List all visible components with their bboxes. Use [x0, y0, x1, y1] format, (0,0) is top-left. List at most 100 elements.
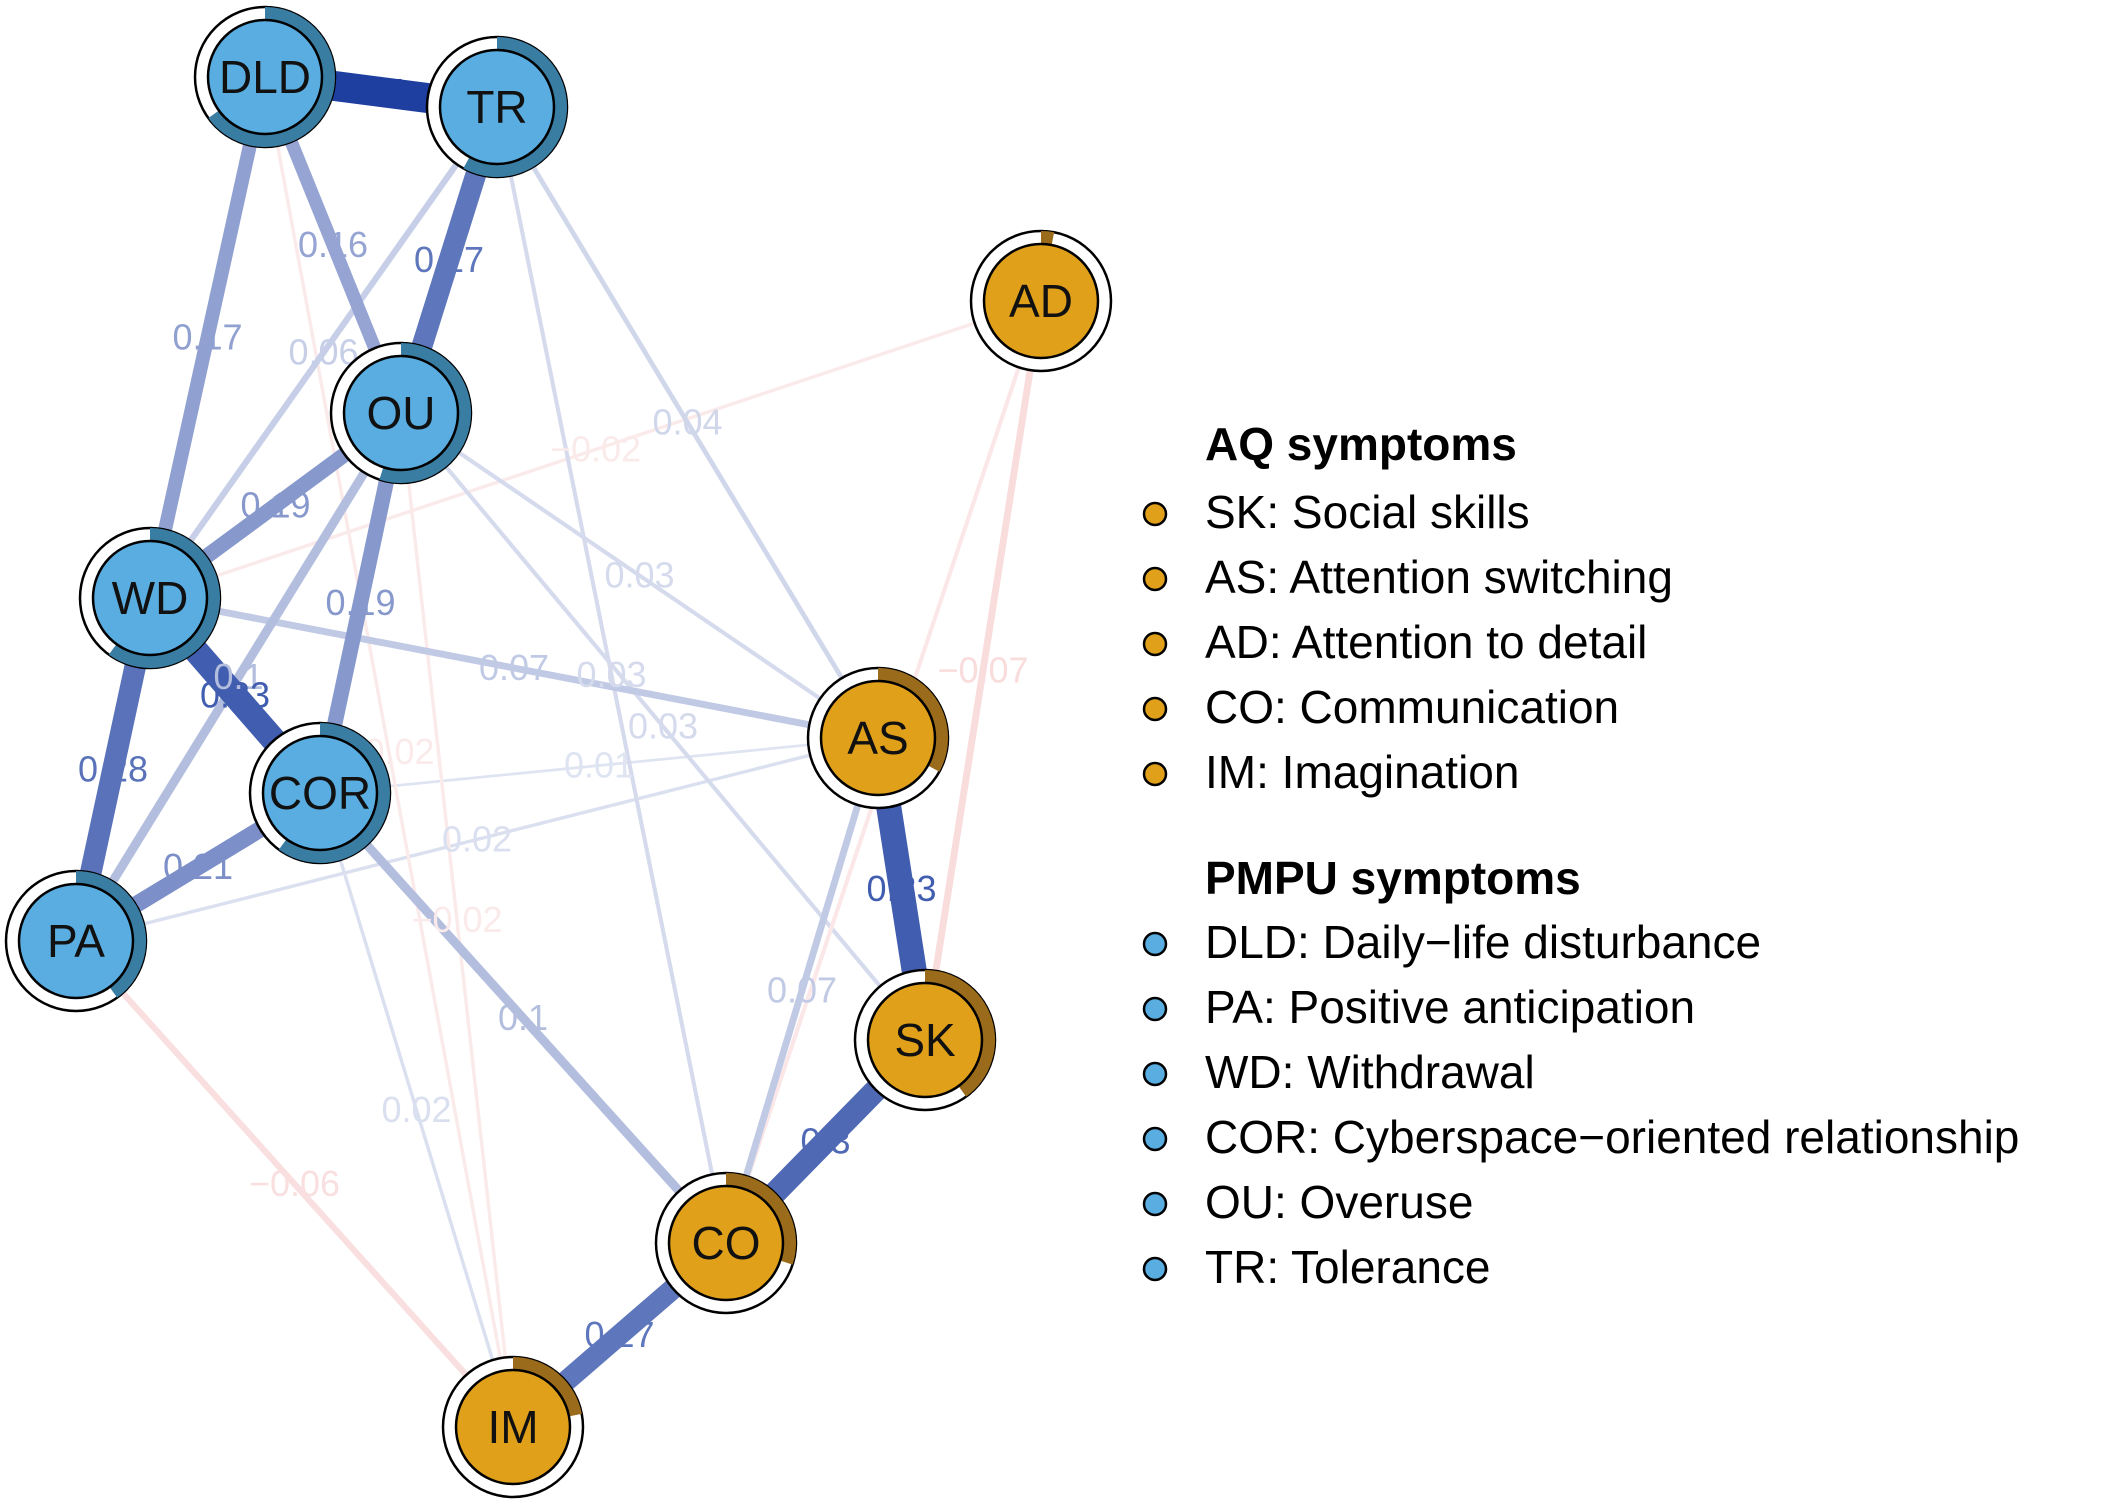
node-tr: TR — [425, 35, 569, 179]
node-disc — [91, 539, 209, 657]
node-pie-arc — [75, 871, 146, 998]
edge-ou-as — [399, 411, 880, 740]
legend-marker — [1142, 1126, 1168, 1152]
edge-dld-wd — [143, 75, 272, 600]
node-pie-arc — [725, 1173, 796, 1265]
legend-item: CO: Communication — [1205, 681, 1619, 733]
legend-item: IM: Imagination — [1205, 746, 1519, 798]
node-ad: AD — [969, 229, 1113, 373]
edge-label-wd-pa: 0.28 — [78, 749, 148, 790]
node-pie-arc — [512, 1357, 582, 1417]
edge-label-dld-tr: 0.4 — [356, 71, 406, 112]
edge-label-cor-co: 0.1 — [498, 997, 548, 1038]
edge-label-tr-as: 0.04 — [652, 402, 722, 443]
node-label: AS — [847, 712, 908, 764]
node-cor: COR — [248, 721, 392, 865]
edge-tr-wd — [147, 105, 500, 600]
edge-label-ou-pa: 0.1 — [213, 656, 263, 697]
edge-label-ou-sk: 0.03 — [628, 706, 698, 747]
node-pa: PA — [4, 869, 148, 1013]
node-disc — [261, 734, 379, 852]
node-as: AS — [806, 666, 950, 810]
edge-as-co — [722, 737, 882, 1244]
edge-label-as-co: 0.07 — [767, 970, 837, 1011]
legend-item: COR: Cyberspace−oriented relationship — [1205, 1111, 2019, 1163]
node-pie-arc — [208, 7, 335, 147]
node-pie-arc — [379, 343, 471, 483]
node-pie-arc — [924, 970, 995, 1097]
edge-label-tr-wd: 0.06 — [288, 332, 358, 373]
node-label: SK — [894, 1014, 956, 1066]
node-disc — [982, 242, 1100, 360]
node-label: TR — [466, 81, 527, 133]
edge-label-co-im: 0.27 — [584, 1314, 654, 1355]
edge-label-sk-co: 0.3 — [800, 1121, 850, 1162]
node-label: AD — [1009, 275, 1073, 327]
node-label: PA — [47, 915, 105, 967]
edge-cor-as — [319, 736, 879, 795]
edge-label-dld-wd: 0.17 — [172, 317, 242, 358]
edge-label-ad-sk: −0.07 — [937, 650, 1028, 691]
legend-heading-pmpu: PMPU symptoms — [1205, 852, 1581, 904]
legend-marker — [1142, 1191, 1168, 1217]
legend-item: OU: Overuse — [1205, 1176, 1473, 1228]
legend-marker — [1142, 996, 1168, 1022]
edge-cor-im — [318, 792, 515, 1428]
node-label: WD — [112, 572, 189, 624]
legend-marker — [1142, 761, 1168, 787]
node-label: COR — [269, 767, 371, 819]
legend-item: SK: Social skills — [1205, 486, 1530, 538]
node-wd: WD — [78, 526, 222, 670]
node-dld: DLD — [193, 5, 337, 149]
edge-label-wd-as: 0.07 — [479, 647, 549, 688]
edge-ad-sk — [921, 300, 1045, 1041]
legend-heading-aq: AQ symptoms — [1205, 418, 1517, 470]
edge-label-as-sk: 0.33 — [866, 868, 936, 909]
node-disc — [438, 48, 556, 166]
legend-item: AS: Attention switching — [1205, 551, 1673, 603]
edge-label-ou-as: 0.03 — [604, 555, 674, 596]
node-disc — [342, 354, 460, 472]
edge-label-pa-as: 0.02 — [442, 819, 512, 860]
node-co: CO — [654, 1171, 798, 1315]
node-pie-arc — [877, 668, 948, 772]
edge-label-ou-im: −0.02 — [411, 899, 502, 940]
node-label: OU — [367, 387, 436, 439]
node-disc — [206, 18, 324, 136]
legend-item: TR: Tolerance — [1205, 1241, 1491, 1293]
node-pie-arc — [108, 528, 220, 668]
node-pie-arc — [1040, 231, 1055, 246]
legend-item: PA: Positive anticipation — [1205, 981, 1695, 1033]
legend-item: DLD: Daily−life disturbance — [1205, 916, 1761, 968]
legend-item: WD: Withdrawal — [1205, 1046, 1535, 1098]
edge-label-ad-wd: −0.02 — [550, 429, 641, 470]
node-disc — [667, 1184, 785, 1302]
edge-ou-im — [399, 412, 515, 1428]
edge-label-pa-cor: 0.21 — [163, 846, 233, 887]
edge-label-dld-ou: 0.16 — [298, 224, 368, 265]
node-pie-arc — [463, 37, 567, 177]
legend-marker — [1142, 1061, 1168, 1087]
node-disc — [17, 882, 135, 1000]
node-disc — [819, 679, 937, 797]
legend-marker — [1142, 696, 1168, 722]
edge-tr-co — [494, 106, 729, 1244]
edge-label-tr-co: 0.03 — [576, 654, 646, 695]
edge-pa-im — [73, 938, 516, 1430]
node-im: IM — [441, 1355, 585, 1499]
node-disc — [454, 1368, 572, 1486]
edge-label-wd-cor: 0.33 — [200, 675, 270, 716]
node-ou: OU — [329, 341, 473, 485]
node-label: DLD — [219, 51, 311, 103]
edge-tr-as — [494, 105, 881, 740]
node-disc — [866, 981, 984, 1099]
edge-dld-im — [263, 76, 515, 1428]
node-label: CO — [692, 1217, 761, 1269]
legend-marker — [1142, 631, 1168, 657]
edge-labels-layer: 0.010.020.02−0.02−0.02−0.020.030.030.03−… — [78, 71, 1029, 1355]
edge-label-wd-ou: 0.19 — [240, 485, 310, 526]
node-sk: SK — [853, 968, 997, 1112]
